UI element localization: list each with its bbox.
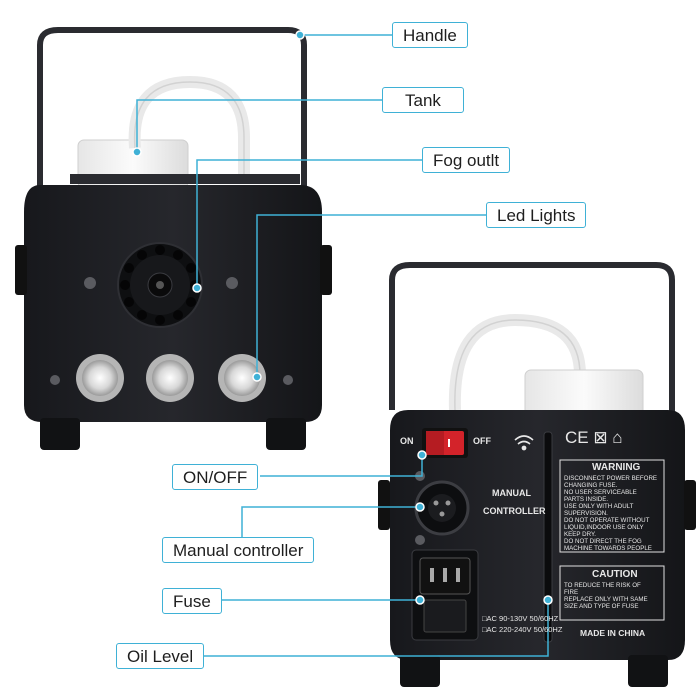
power-switch: [422, 428, 468, 458]
warning-box: [559, 459, 665, 553]
caution-line: REPLACE ONLY WITH SAME: [564, 596, 648, 603]
warning-title: WARNING: [592, 462, 641, 473]
warning-line: MACHINE TOWARDS PEOPLE: [564, 545, 652, 552]
callout-fog-outlet: Fog outlt: [422, 147, 511, 173]
caution-line: FIRE: [564, 589, 579, 596]
made-in-label: MADE IN CHINA: [580, 628, 646, 638]
warning-line: KEEP DRY.: [564, 531, 596, 538]
callout-dots: [132, 30, 553, 605]
callout-oil-level: Oil Level: [116, 643, 205, 669]
warning-line: SUPERVISION.: [564, 510, 608, 517]
warning-line: CHANGING FUSE.: [564, 482, 618, 489]
warning-line: PARTS INSIDE.: [564, 496, 609, 503]
manual-label: MANUAL: [492, 488, 531, 498]
callout-led-lights: Led Lights: [486, 202, 587, 228]
fuse-power-inlet: [411, 549, 479, 641]
warning-line: LIQUID,INDOOR USE ONLY: [564, 524, 644, 531]
callout-lines: [136, 34, 549, 657]
certification-marks: CE ⊠ ⌂: [565, 428, 623, 447]
switch-on-label: ON: [400, 436, 414, 446]
front-handle: [37, 27, 307, 200]
caution-line: SIZE AND TYPE OF FUSE: [564, 603, 639, 610]
rear-handle: [389, 262, 675, 420]
front-fog-machine: [15, 27, 332, 450]
callout-handle: Handle: [392, 22, 468, 48]
warning-line: NO USER SERVICEABLE: [564, 489, 637, 496]
callout-on-off: ON/OFF: [172, 464, 259, 490]
callout-tank: Tank: [382, 87, 464, 113]
switch-off-label: OFF: [473, 436, 491, 446]
warning-line: DO NOT DIRECT THE FOG: [564, 538, 642, 545]
voltage-option-2: □AC 220-240V 50/60HZ: [482, 625, 563, 634]
rear-fog-machine: [378, 262, 696, 687]
callout-manual-controller: Manual controller: [162, 537, 315, 563]
wifi-icon: [514, 435, 534, 451]
warning-line: DO NOT OPERATE WITHOUT: [564, 517, 650, 524]
voltage-option-1: □AC 90-130V 50/60HZ: [482, 614, 559, 623]
caution-box: [559, 565, 665, 621]
controller-label: CONTROLLER: [483, 506, 546, 516]
fog-outlet: [117, 242, 203, 328]
caution-title: CAUTION: [592, 569, 638, 580]
warning-line: DISCONNECT POWER BEFORE: [564, 475, 658, 482]
warning-line: USE ONLY WITH ADULT: [564, 503, 634, 510]
caution-line: TO REDUCE THE RISK OF: [564, 582, 641, 589]
led-lights: [76, 354, 266, 402]
callout-fuse: Fuse: [162, 588, 222, 614]
